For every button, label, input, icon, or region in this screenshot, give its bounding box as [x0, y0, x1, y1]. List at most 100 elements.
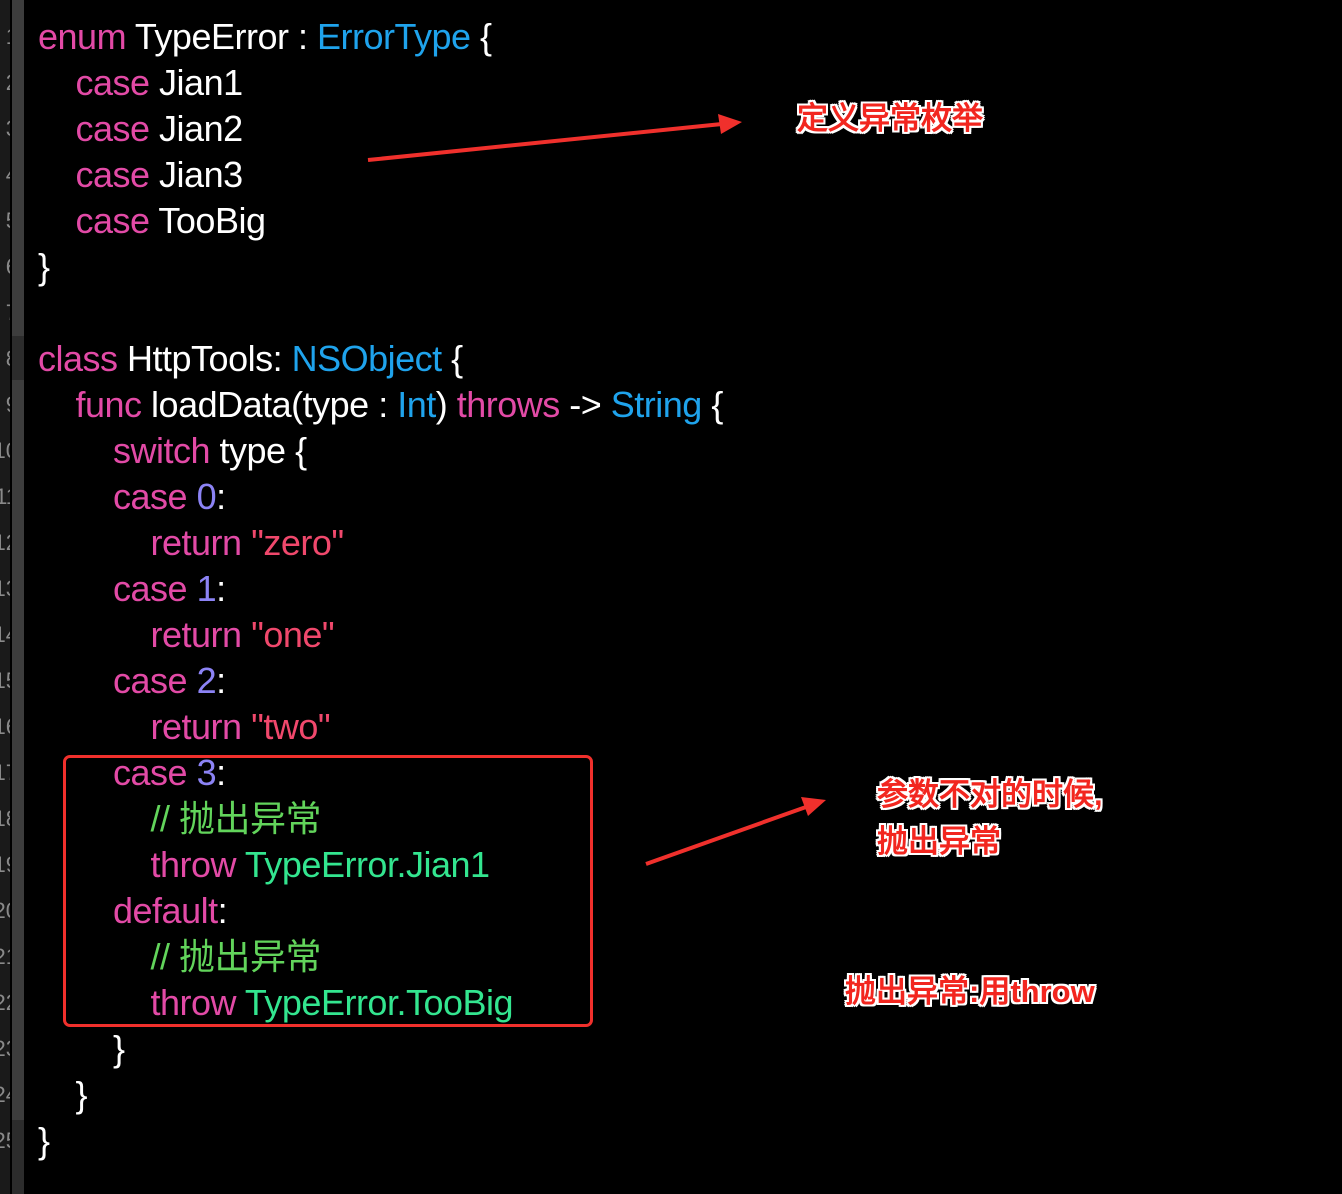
- usage-annotation: 抛出异常:用throw: [845, 974, 1095, 1009]
- code-line: switch type {: [38, 428, 723, 474]
- code-token: }: [75, 1074, 88, 1115]
- arrow-to-enum-note: [367, 114, 742, 162]
- line-number: 24: [0, 1072, 10, 1118]
- keyword-token: return: [150, 522, 243, 563]
- fold-gutter: [12, 0, 24, 1194]
- line-number: 11: [0, 474, 10, 520]
- code-token: TypeError :: [126, 16, 317, 57]
- throw-annotation-line2: 抛出异常: [877, 824, 1001, 859]
- code-line: }: [38, 1026, 723, 1072]
- code-line: case 1:: [38, 566, 723, 612]
- enum-member-token: TypeError.Jian1: [244, 844, 490, 885]
- enum-annotation: 定义异常枚举: [797, 101, 983, 136]
- line-number: 20: [0, 888, 10, 934]
- code-line: throw TypeError.TooBig: [38, 980, 723, 1026]
- line-number: 13: [0, 566, 10, 612]
- code-token: }: [38, 1120, 50, 1161]
- code-token: :: [217, 890, 228, 931]
- line-number: 9: [6, 382, 10, 428]
- code-token: :: [216, 568, 226, 609]
- code-line: case TooBig: [38, 198, 723, 244]
- keyword-token: switch: [113, 430, 211, 471]
- code-token: :: [216, 660, 226, 701]
- line-number: 1: [6, 14, 10, 60]
- code-token: }: [38, 246, 50, 287]
- keyword-token: class: [38, 338, 118, 379]
- type-token: Int: [397, 384, 436, 425]
- code-token: }: [113, 1028, 125, 1069]
- line-number: 12: [0, 520, 10, 566]
- code-line: }: [38, 1072, 723, 1118]
- code-line: return "two": [38, 704, 723, 750]
- code-line: case 3:: [38, 750, 723, 796]
- keyword-token: case: [113, 476, 188, 517]
- code-line: return "one": [38, 612, 723, 658]
- code-token: :: [216, 752, 226, 793]
- code-line: }: [38, 244, 723, 290]
- line-number: 4: [6, 152, 10, 198]
- keyword-token: throw: [150, 982, 237, 1023]
- code-token: {: [470, 16, 492, 57]
- code-token: type {: [210, 430, 308, 471]
- line-number: 19: [0, 842, 10, 888]
- line-number: 16: [0, 704, 10, 750]
- code-line: }: [38, 1118, 723, 1164]
- line-number: 21: [0, 934, 10, 980]
- keyword-token: return: [150, 706, 243, 747]
- line-number: 18: [0, 796, 10, 842]
- code-line: return "zero": [38, 520, 723, 566]
- code-line: case Jian3: [38, 152, 723, 198]
- code-token: TooBig: [149, 200, 266, 241]
- string-token: "two": [251, 706, 331, 747]
- code-token: {: [441, 338, 463, 379]
- code-token: Jian1: [149, 62, 243, 103]
- keyword-token: case: [113, 752, 188, 793]
- fold-region: [12, 380, 24, 1120]
- keyword-token: case: [113, 660, 188, 701]
- number-token: 0: [196, 476, 217, 517]
- code-line: case Jian2: [38, 106, 723, 152]
- code-line: throw TypeError.Jian1: [38, 842, 723, 888]
- line-number: 15: [0, 658, 10, 704]
- number-token: 2: [196, 660, 217, 701]
- fold-region: [12, 0, 24, 336]
- highlight-box: [63, 755, 593, 1027]
- line-number: 5: [6, 198, 10, 244]
- comment-token: // 抛出异常: [150, 798, 322, 839]
- throw-annotation-line1: 参数不对的时候,: [877, 777, 1103, 812]
- keyword-token: case: [113, 568, 188, 609]
- code-line: case 2:: [38, 658, 723, 704]
- code-token: :: [216, 476, 226, 517]
- line-number: 25: [0, 1118, 10, 1164]
- code-line: enum TypeError : ErrorType {: [38, 14, 723, 60]
- code-line: default:: [38, 888, 723, 934]
- string-token: "zero": [251, 522, 344, 563]
- code-token: ->: [559, 384, 611, 425]
- keyword-token: return: [150, 614, 243, 655]
- line-number: 7: [6, 290, 10, 336]
- keyword-token: case: [75, 200, 151, 241]
- enum-member-token: TypeError.TooBig: [244, 982, 514, 1023]
- line-number: 10: [0, 428, 10, 474]
- code-token: Jian3: [149, 154, 243, 195]
- string-token: "one": [251, 614, 335, 655]
- line-number: 23: [0, 1026, 10, 1072]
- code-line: class HttpTools: NSObject {: [38, 336, 723, 382]
- code-token: Jian2: [149, 108, 243, 149]
- keyword-token: case: [75, 108, 151, 149]
- keyword-token: enum: [38, 16, 127, 57]
- keyword-token: func: [75, 384, 143, 425]
- arrow-to-throw-note: [645, 797, 826, 866]
- keyword-token: throws: [456, 384, 561, 425]
- code-token: HttpTools:: [117, 338, 292, 379]
- line-number: 3: [6, 106, 10, 152]
- number-token: 3: [196, 752, 217, 793]
- code-line: case 0:: [38, 474, 723, 520]
- line-number: 14: [0, 612, 10, 658]
- code-token: loadData(type :: [141, 384, 398, 425]
- line-number-gutter: 1234567891011121314151617181920212223242…: [0, 0, 10, 1194]
- comment-token: // 抛出异常: [150, 936, 322, 977]
- type-token: ErrorType: [316, 16, 471, 57]
